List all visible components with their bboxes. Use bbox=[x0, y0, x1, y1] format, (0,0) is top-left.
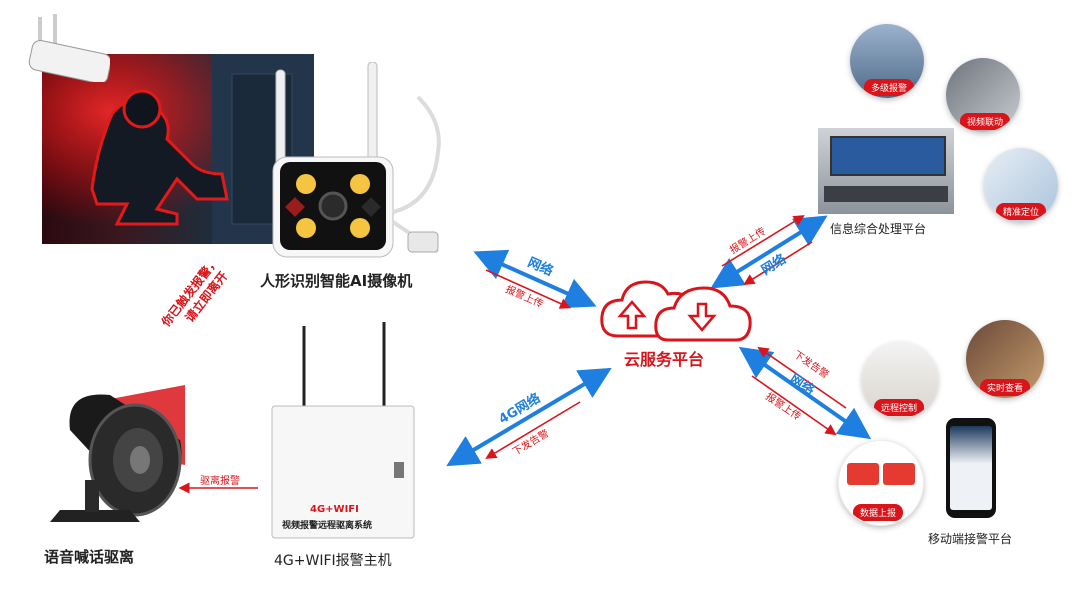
host-brand: 4G+WIFI bbox=[310, 504, 359, 515]
camera-upload-label: 报警上传 bbox=[503, 284, 545, 311]
camera-label: 人形识别智能AI摄像机 bbox=[260, 272, 413, 290]
speaker-label: 语音喊话驱离 bbox=[44, 548, 135, 566]
cloud-icon bbox=[598, 276, 758, 346]
cloud-label: 云服务平台 bbox=[624, 350, 705, 369]
mobile-phone-image bbox=[946, 418, 996, 518]
info-network-label: 网络 bbox=[759, 251, 790, 279]
info-upload-label: 报警上传 bbox=[728, 225, 768, 257]
feature-label: 精准定位 bbox=[996, 203, 1047, 220]
mobile-upload-label: 报警上传 bbox=[763, 391, 803, 423]
host-label: 4G+WIFI报警主机 bbox=[274, 553, 392, 569]
feature-label: 视频联动 bbox=[960, 113, 1011, 130]
camera-product-image bbox=[268, 61, 448, 262]
feature-label: 数据上报 bbox=[853, 504, 904, 521]
feature-live-view: 实时查看 bbox=[966, 320, 1044, 398]
feature-data-report: 数据上报 bbox=[838, 440, 924, 526]
feature-remote-control: 远程控制 bbox=[862, 342, 938, 418]
feature-multilevel-alarm: 多级报警 bbox=[850, 24, 924, 98]
speaker-callout: 你已触发报警， 请立即离开 bbox=[158, 254, 235, 340]
host-panel-title: 视频报警远程驱离系统 bbox=[282, 521, 373, 531]
feature-label: 多级报警 bbox=[864, 79, 915, 96]
host-alarm-label: 下发告警 bbox=[511, 428, 552, 459]
feature-precise-location: 精准定位 bbox=[984, 148, 1058, 222]
camera-network-label: 网络 bbox=[525, 255, 556, 280]
control-room-image bbox=[818, 128, 954, 214]
info-platform-label: 信息综合处理平台 bbox=[830, 222, 927, 236]
mobile-platform-label: 移动端接警平台 bbox=[928, 532, 1013, 546]
wall-camera-image bbox=[20, 12, 112, 85]
feature-label: 远程控制 bbox=[874, 399, 925, 416]
speaker-link-label: 驱离报警 bbox=[200, 476, 240, 487]
host-network-label: 4G网络 bbox=[496, 391, 544, 428]
feature-label: 实时查看 bbox=[980, 379, 1031, 396]
alarm-host-image: 4G+WIFI 视频报警远程驱离系统 bbox=[268, 322, 418, 546]
feature-video-linkage: 视频联动 bbox=[946, 58, 1020, 132]
siren-speaker-image bbox=[40, 360, 190, 530]
